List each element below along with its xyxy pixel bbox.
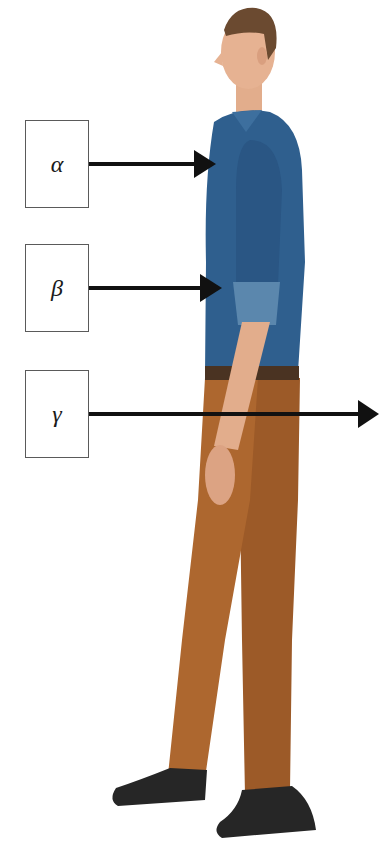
arrowhead [200, 274, 222, 302]
front-leg [168, 378, 258, 778]
back-shoe [216, 786, 316, 838]
greek-label: γ [52, 401, 61, 427]
leader-arrow [89, 286, 202, 290]
arrowhead [358, 400, 379, 428]
collar [232, 110, 262, 132]
arrowhead [194, 150, 216, 178]
leader-arrow [89, 162, 196, 166]
greek-label: β [51, 275, 63, 301]
ear [257, 47, 267, 65]
greek-label: α [51, 151, 64, 177]
sleeve [236, 140, 282, 285]
front-shoe [112, 768, 207, 806]
forearm [214, 322, 270, 450]
rolled-cuff [233, 282, 280, 325]
hair [224, 8, 277, 60]
hand [205, 445, 235, 505]
leader-arrow [89, 412, 360, 416]
label-box: β [25, 244, 89, 332]
label-box: γ [25, 370, 89, 458]
label-box: α [25, 120, 89, 208]
nose [214, 52, 223, 66]
